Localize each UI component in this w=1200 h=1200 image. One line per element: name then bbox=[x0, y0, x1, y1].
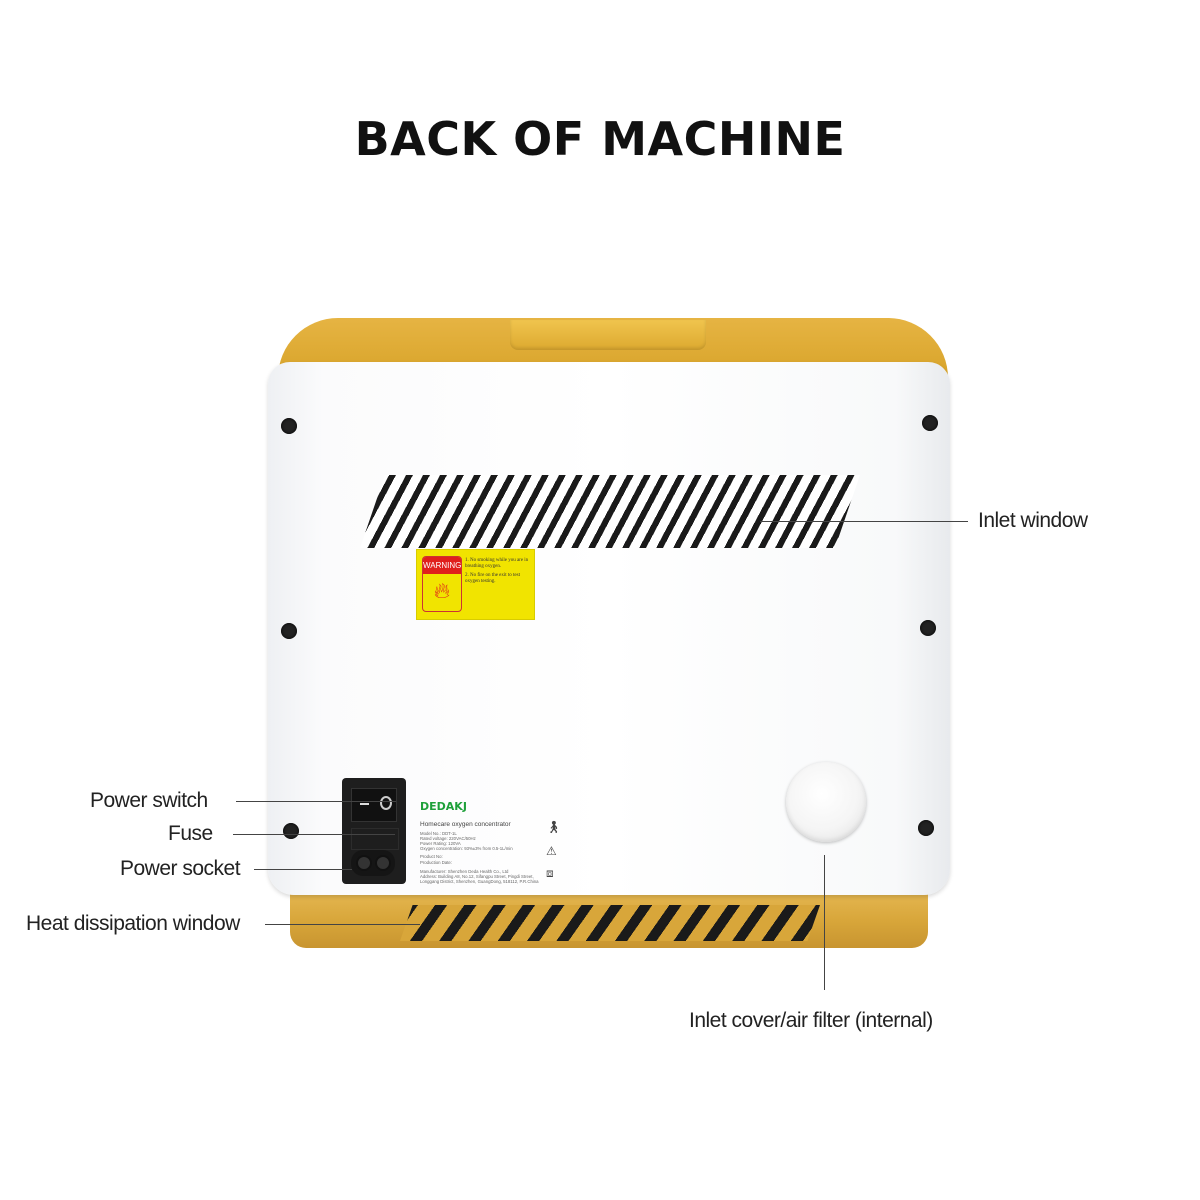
callout-power-switch: Power switch bbox=[90, 789, 208, 812]
caution-icon: ⚠︎ bbox=[546, 844, 557, 858]
inlet-vent bbox=[360, 475, 860, 548]
spec-line: Oxygen concentration: 93%±3% from 0.5-1L… bbox=[420, 846, 513, 851]
callout-line bbox=[236, 801, 396, 802]
callout-heat-dissipation-window: Heat dissipation window bbox=[26, 912, 240, 935]
fuse-holder bbox=[351, 828, 399, 850]
page-title: BACK OF MACHINE bbox=[354, 112, 846, 166]
screw-hole bbox=[281, 418, 297, 434]
screw-hole bbox=[283, 823, 299, 839]
callout-line bbox=[265, 924, 420, 925]
switch-off-mark bbox=[380, 796, 392, 810]
power-switch[interactable] bbox=[351, 788, 397, 822]
warning-badge: WARNING 🔥︎ bbox=[422, 556, 462, 612]
power-socket[interactable] bbox=[351, 850, 395, 876]
manufacturer-line: Manufacturer: Shenzhen Deda Health Co., … bbox=[420, 869, 509, 874]
callout-line bbox=[760, 521, 968, 522]
screw-hole bbox=[918, 820, 934, 836]
callout-inlet-cover: Inlet cover/air filter (internal) bbox=[689, 1009, 933, 1032]
production-date: Production Date: bbox=[420, 860, 453, 865]
socket-pin bbox=[356, 855, 372, 871]
spec-line: Model No.: DDT-1L bbox=[420, 831, 457, 836]
manufacturer-line: Address: Building A8, No.12, Sifangpu St… bbox=[420, 874, 534, 879]
callout-line bbox=[254, 869, 352, 870]
fire-icon: 🔥︎ bbox=[433, 578, 451, 603]
body-type-icon: 🚶︎ bbox=[546, 820, 562, 834]
callout-inlet-window: Inlet window bbox=[978, 509, 1088, 532]
power-module bbox=[342, 778, 406, 884]
product-subtitle: Homecare oxygen concentrator bbox=[420, 821, 511, 828]
warning-line: 1. No smoking while you are in breathing… bbox=[465, 558, 529, 569]
screw-hole bbox=[920, 620, 936, 636]
inlet-cover[interactable] bbox=[786, 762, 866, 842]
warning-line: 2. No fire on the exit to test oxygen te… bbox=[465, 573, 520, 584]
warning-label: WARNING 🔥︎ 1. No smoking while you are i… bbox=[416, 549, 535, 620]
brand-logo: DEDAKJ bbox=[420, 800, 467, 813]
callout-line bbox=[233, 834, 395, 835]
spec-line: Rated voltage: 220VAC/50Hz bbox=[420, 836, 476, 841]
rating-label: DEDAKJ Homecare oxygen concentrator Mode… bbox=[420, 800, 565, 890]
class-ii-icon: ⧈ bbox=[546, 866, 554, 880]
heat-dissipation-vent bbox=[400, 905, 820, 941]
callout-fuse: Fuse bbox=[168, 822, 213, 845]
carry-handle bbox=[510, 320, 706, 350]
manufacturer-line: Longgang District, Shenzhen, GuangDong, … bbox=[420, 879, 539, 884]
screw-hole bbox=[281, 623, 297, 639]
callout-power-socket: Power socket bbox=[120, 857, 241, 880]
product-no: Product No: bbox=[420, 854, 443, 859]
switch-on-mark bbox=[360, 803, 369, 805]
screw-hole bbox=[922, 415, 938, 431]
socket-pin bbox=[375, 855, 391, 871]
warning-heading: WARNING bbox=[423, 557, 461, 574]
callout-line bbox=[824, 855, 825, 990]
spec-line: Power Rating: 120VA bbox=[420, 841, 461, 846]
